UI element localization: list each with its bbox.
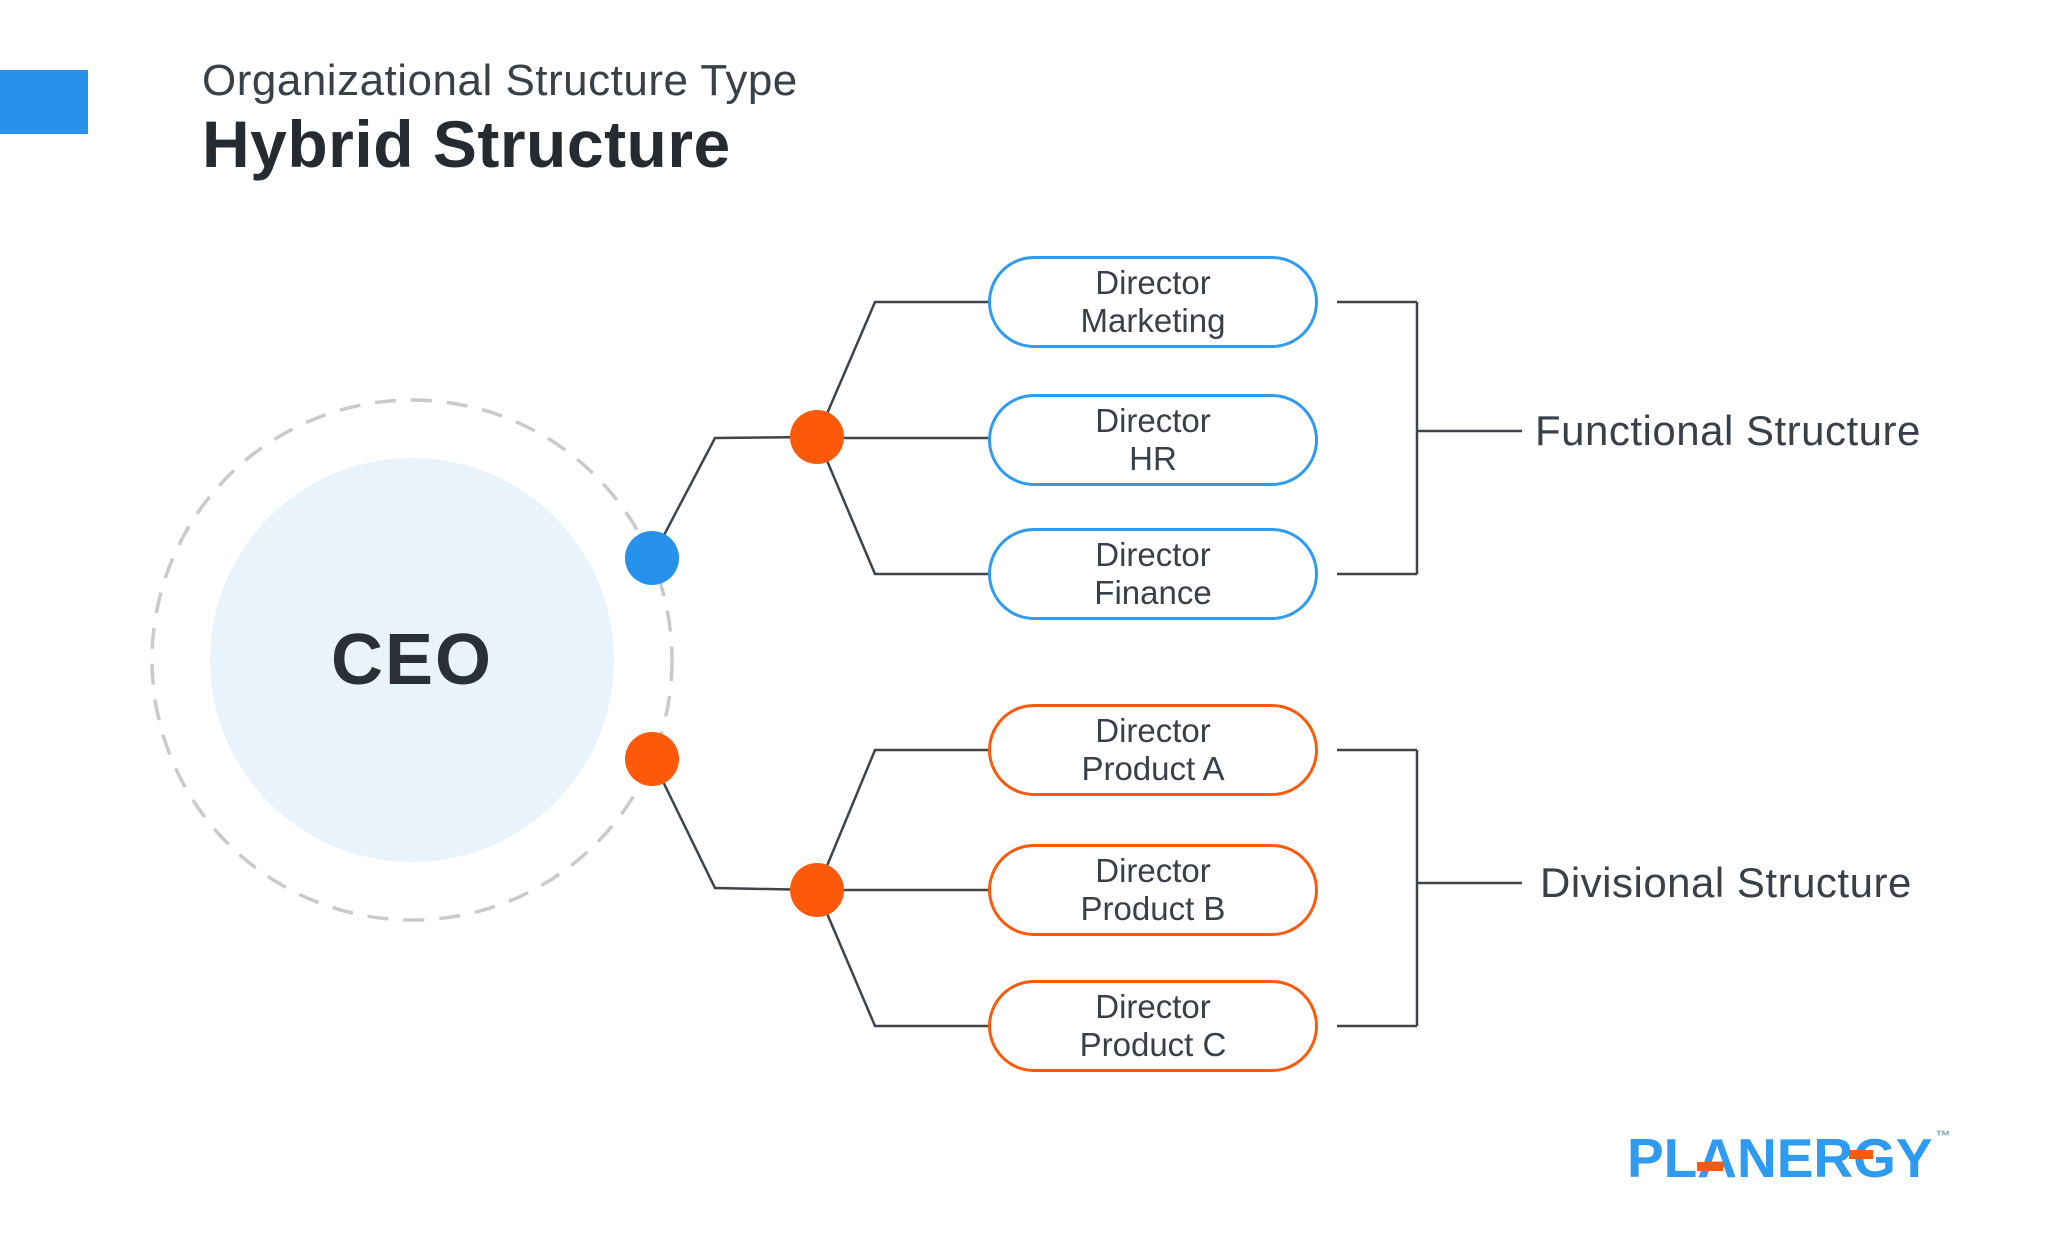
- box-line2: Product A: [1081, 750, 1225, 787]
- box-line2: Product B: [1080, 890, 1226, 927]
- box-director-marketing: Director Marketing: [988, 256, 1318, 348]
- box-line2: HR: [1129, 440, 1177, 477]
- box-director-product-a: Director Product A: [988, 704, 1318, 796]
- box-line2: Marketing: [1080, 302, 1226, 339]
- divisional-anchor-dot: [625, 732, 679, 786]
- logo-g-accent: [1849, 1150, 1873, 1159]
- box-director-product-c: Director Product C: [988, 980, 1318, 1072]
- functional-structure-label: Functional Structure: [1535, 407, 1921, 454]
- box-line1: Director: [1095, 988, 1211, 1025]
- box-line2: Product C: [1079, 1026, 1227, 1063]
- box-line1: Director: [1095, 536, 1211, 573]
- ceo-dashed-ring: [150, 398, 674, 922]
- connector-lines: [650, 300, 1522, 1028]
- line-ceo-to-divisional-hub: [650, 758, 818, 892]
- box-line1: Director: [1095, 264, 1211, 301]
- line-ceo-to-functional-hub: [650, 435, 818, 559]
- box-line1: Director: [1095, 402, 1211, 439]
- logo-a-accent: [1697, 1162, 1723, 1171]
- planergy-logo-text: PLANERGY: [1627, 1127, 1933, 1189]
- divisional-structure-label: Divisional Structure: [1540, 859, 1912, 906]
- ceo-node: CEO: [330, 620, 494, 700]
- line-hub-to-product-c: [815, 889, 988, 1028]
- box-director-product-b: Director Product B: [988, 844, 1318, 936]
- trademark-symbol: ™: [1935, 1128, 1951, 1145]
- header: Organizational Structure Type Hybrid Str…: [202, 56, 798, 180]
- box-line2: Finance: [1094, 574, 1212, 611]
- box-director-finance: Director Finance: [988, 528, 1318, 620]
- header-accent-bar: [0, 70, 88, 134]
- box-line1: Director: [1095, 712, 1211, 749]
- ceo-circle: [210, 458, 614, 862]
- functional-hub-dot: [790, 410, 844, 464]
- line-hub-to-product-a: [815, 748, 988, 891]
- line-hub-to-marketing: [815, 300, 988, 438]
- page-title: Hybrid Structure: [202, 107, 731, 181]
- box-line1: Director: [1095, 852, 1211, 889]
- box-director-hr: Director HR: [988, 394, 1318, 486]
- functional-anchor-dot: [625, 531, 679, 585]
- line-hub-to-finance: [815, 436, 988, 576]
- divisional-hub-dot: [790, 863, 844, 917]
- header-eyebrow: Organizational Structure Type: [202, 56, 798, 105]
